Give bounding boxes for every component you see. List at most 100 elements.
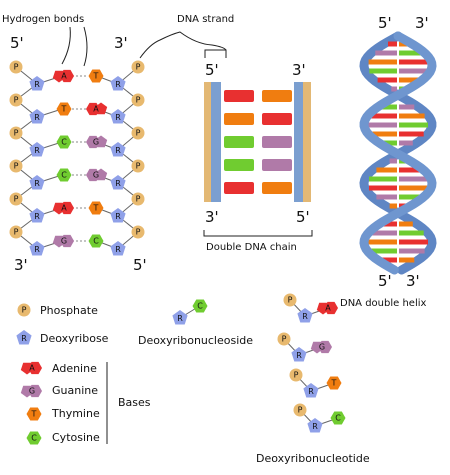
legend-cytosine-icon-letter: C xyxy=(31,434,37,443)
legend-thymine-label: Thymine xyxy=(51,407,100,420)
dna-strand-bracket xyxy=(204,49,227,58)
helix-rung-base xyxy=(376,167,397,173)
helix-rung-base xyxy=(399,257,415,263)
legend-deoxyribose-label: Deoxyribose xyxy=(40,332,109,345)
strand-left-deoxyribose: R xyxy=(29,241,45,256)
legend-phosphate-label: Phosphate xyxy=(40,304,98,317)
helix-rung-base xyxy=(388,41,397,47)
strand-right-deoxyribose-letter: R xyxy=(115,146,121,155)
helix-bottom-three-prime: 3' xyxy=(406,272,420,290)
ladder-left-backbone-blue xyxy=(211,82,221,202)
strand-left-base: T xyxy=(56,102,72,116)
ladder-left-base xyxy=(224,182,254,194)
ladder-right-base xyxy=(262,182,292,194)
strand-right-deoxyribose-letter: R xyxy=(115,80,121,89)
helix-rung-base xyxy=(399,68,427,74)
legend-cytosine-label: Cytosine xyxy=(52,431,100,444)
helix-rung-base xyxy=(399,131,424,137)
helix-rung-base xyxy=(383,140,397,146)
nucleoside-label: Deoxyribonucleoside xyxy=(138,334,253,347)
strand-left-base-letter: G xyxy=(61,237,67,246)
strand-right-phosphate-letter: P xyxy=(136,195,141,204)
helix-rung-base xyxy=(381,104,397,110)
helix-rung-base xyxy=(391,86,397,92)
strand-right-base-letter: G xyxy=(93,171,99,180)
strand-left-deoxyribose-letter: R xyxy=(34,245,40,254)
ladder-right-base xyxy=(262,159,292,171)
strand-left-phosphate-letter: P xyxy=(14,195,19,204)
strand-left-base-letter: A xyxy=(61,204,67,213)
legend-guanine-label: Guanine xyxy=(52,384,98,397)
strand-left-base: G xyxy=(52,234,74,248)
nucleotide-adenine: A xyxy=(316,301,338,315)
strand-right-base: T xyxy=(88,201,104,215)
ladder-right-backbone-blue xyxy=(294,82,304,202)
nucleotide-deoxyribose-letter: R xyxy=(308,387,314,396)
strand-right-deoxyribose-letter: R xyxy=(115,212,121,221)
legend-guanine-icon: G xyxy=(20,384,42,398)
bases-label: Bases xyxy=(118,396,151,409)
nucleotide-deoxyribose: R xyxy=(291,347,307,362)
strand-left-phosphate-letter: P xyxy=(14,129,19,138)
helix-rung-base xyxy=(399,239,428,245)
legend-adenine-icon-letter: A xyxy=(29,364,35,373)
helix-rung-base xyxy=(376,194,397,200)
strand-left-base-letter: C xyxy=(61,171,67,180)
strand-right-phosphate-letter: P xyxy=(136,96,141,105)
strand-left-deoxyribose: R xyxy=(29,142,45,157)
strand-left-phosphate: P xyxy=(9,126,23,140)
strand-right-base-letter: C xyxy=(93,237,99,246)
nucleotide-phosphate: P xyxy=(277,332,291,346)
strand-left-phosphate-letter: P xyxy=(14,228,19,237)
helix-rung-base xyxy=(399,167,420,173)
strand-right-base: G xyxy=(86,168,108,182)
helix-top-five-prime: 5' xyxy=(378,14,392,32)
nucleotide-phosphate: P xyxy=(289,368,303,382)
helix-rung-base xyxy=(371,113,397,119)
helix-rung-base xyxy=(399,230,424,236)
double-dna-chain: 5' 3' 3' 5' Double DNA chain xyxy=(203,61,313,253)
helix-bottom-five-prime: 5' xyxy=(378,272,392,290)
ladder-left-base xyxy=(224,136,254,148)
strand-left-deoxyribose: R xyxy=(29,76,45,91)
strand-right-phosphate: P xyxy=(131,93,145,107)
strand-right-base: C xyxy=(88,234,104,248)
strand-left-base-letter: T xyxy=(61,105,67,114)
strand-right-phosphate: P xyxy=(131,60,145,74)
strand-right-phosphate-letter: P xyxy=(136,63,141,72)
strand-right-phosphate: P xyxy=(131,192,145,206)
helix-rung-base xyxy=(399,50,421,56)
strand-left-deoxyribose: R xyxy=(29,208,45,223)
helix-rung-base xyxy=(383,221,397,227)
legend-guanine-icon-letter: G xyxy=(29,387,35,396)
legend-deoxyribose-icon-letter: R xyxy=(21,334,27,343)
nucleoside-deoxyribose: R xyxy=(172,310,188,325)
strand-right-base-letter: G xyxy=(93,138,99,147)
helix-rung-base xyxy=(375,50,397,56)
ladder-right-bottom-end: 5' xyxy=(296,208,310,226)
dna-double-helix: 5' 3' 5' 3' DNA double helix xyxy=(340,14,437,309)
helix-base-pairs xyxy=(368,41,428,263)
strand-left-base: A xyxy=(52,201,74,215)
helix-rung-base xyxy=(399,185,427,191)
strand-left-deoxyribose-letter: R xyxy=(34,80,40,89)
nucleotide-phosphate: P xyxy=(293,403,307,417)
strand-right-phosphate: P xyxy=(131,126,145,140)
strand-right-phosphate-letter: P xyxy=(136,162,141,171)
strand-right-deoxyribose-letter: R xyxy=(115,179,121,188)
strand-left-base-letter: C xyxy=(61,138,67,147)
nucleotide-phosphate-letter: P xyxy=(282,335,287,344)
helix-rung-base xyxy=(399,140,413,146)
ladder-right-base xyxy=(262,113,292,125)
helix-strand-a xyxy=(359,31,437,275)
strand-right-phosphate-letter: P xyxy=(136,129,141,138)
strand-left-phosphate: P xyxy=(9,60,23,74)
nucleotide-phosphate-letter: P xyxy=(288,296,293,305)
helix-rung-base xyxy=(369,176,397,182)
legend-phosphate-icon: P xyxy=(17,303,31,317)
nucleoside-cytosine: C xyxy=(192,299,208,313)
